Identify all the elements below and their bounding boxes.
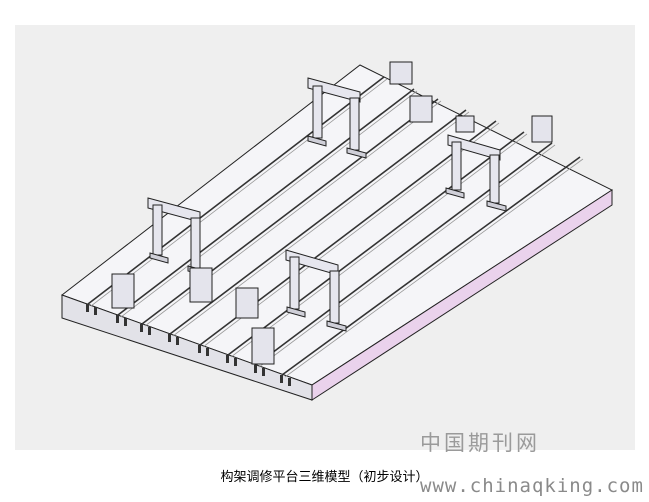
figure-caption: 构架调修平台三维模型（初步设计） <box>220 470 429 485</box>
slot-openings <box>86 304 291 386</box>
watermark-url: www.chinaqking.com <box>420 475 644 497</box>
clamp-block-icon <box>111 61 553 365</box>
t-slot-rail-highlights <box>90 78 584 378</box>
gantry-frame-icon <box>147 77 507 332</box>
platform-side-face <box>311 189 613 401</box>
watermark-site-name: 中国期刊网 <box>420 431 540 455</box>
